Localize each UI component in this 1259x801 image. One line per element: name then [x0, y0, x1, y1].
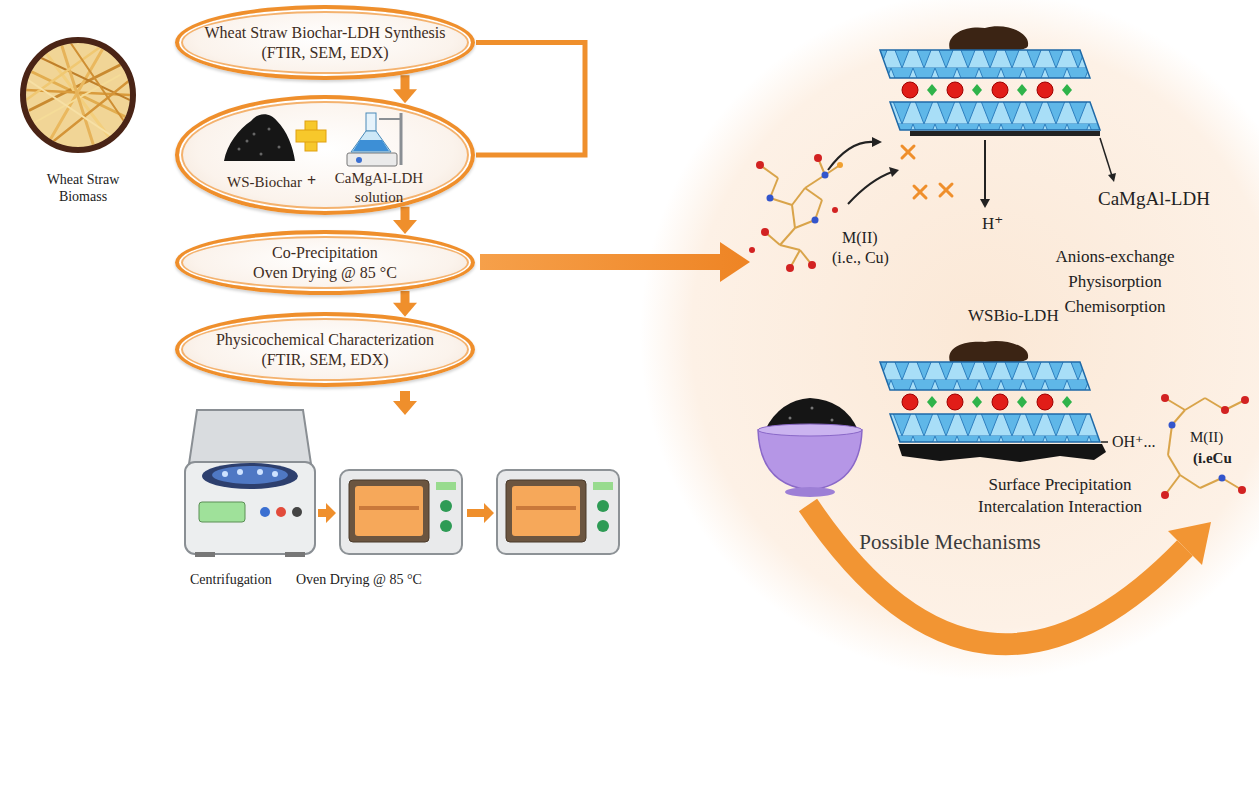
- connector-line: [401, 75, 410, 90]
- materials-icons: [179, 99, 471, 211]
- bond-line: [1101, 441, 1108, 443]
- materials-ellipse: WS-Biochar + CaMgAl-LDH solution: [175, 95, 475, 215]
- node-text: (FTIR, SEM, EDX): [261, 43, 388, 63]
- connector-line: [401, 207, 410, 221]
- mechanism-arrow: [808, 505, 1211, 644]
- annotation-label: WSBio-LDH: [968, 306, 1059, 326]
- node-title: Co-Precipitation: [272, 243, 378, 263]
- ldh-structure: [880, 26, 1100, 136]
- connector-line: [401, 291, 410, 304]
- node-text: Oven Drying @ 85 °C: [253, 263, 397, 283]
- mechanism-halo: [640, 0, 1259, 680]
- molecule: [1161, 394, 1249, 499]
- ldh-structure: [880, 341, 1106, 462]
- wheat-straw-photo: [23, 40, 133, 150]
- process-ellipse: Wheat Straw Biochar-LDH Synthesis(FTIR, …: [175, 5, 475, 80]
- process-ellipse: Co-PrecipitationOven Drying @ 85 °C: [175, 230, 475, 295]
- connector-line: [476, 43, 585, 156]
- stirrer-flask: [347, 113, 401, 166]
- annotation-label: (i.e., Cu): [832, 248, 889, 267]
- flow-arrow: [476, 43, 585, 156]
- node-title: Physicochemical Characterization: [216, 330, 434, 350]
- annotation-label: M(II): [1190, 428, 1223, 446]
- node-text: +: [307, 171, 316, 191]
- annotation-label: Physisorption: [1068, 272, 1162, 292]
- process-ellipse: Physicochemical Characterization(FTIR, S…: [175, 312, 475, 387]
- biochar-pile: [224, 114, 295, 161]
- node-title: Wheat Straw Biochar-LDH Synthesis: [205, 23, 446, 43]
- node-title: WS-Biochar: [227, 173, 302, 192]
- flow-arrow: [393, 207, 417, 234]
- node-text: (FTIR, SEM, EDX): [261, 350, 388, 370]
- mechanism-pointer: [828, 137, 1116, 208]
- annotation-label: OH⁺...: [1112, 432, 1156, 451]
- flow-arrow: [393, 291, 417, 317]
- arrow-head: [393, 303, 417, 317]
- annotation-label: CaMgAl-LDH: [1098, 188, 1210, 211]
- annotation-label: Intercalation Interaction: [978, 497, 1142, 517]
- annotation-label: Surface Precipitation: [988, 475, 1131, 495]
- annotation-label: Centrifugation: [190, 572, 272, 589]
- annotation-label: Anions-exchange: [1056, 247, 1175, 267]
- arrow-head: [393, 89, 417, 103]
- oven-icon: [340, 470, 462, 554]
- flow-arrow: [393, 75, 417, 103]
- annotation-label: Oven Drying @ 85 °C: [296, 572, 422, 589]
- oven-icon: [497, 470, 619, 554]
- adsorbent-bowl: [758, 398, 862, 497]
- annotation-label: Chemisorption: [1064, 297, 1165, 317]
- plus-icon: [296, 121, 326, 151]
- molecule: [749, 154, 843, 272]
- annotation-label: Wheat Straw Biomass: [38, 172, 128, 206]
- annotation-label: Possible Mechanisms: [859, 530, 1040, 555]
- centrifuge-icon: [185, 410, 315, 557]
- annotation-label: H⁺: [982, 214, 1003, 234]
- node-text: CaMgAl-LDH solution: [329, 169, 429, 207]
- annotation-label: M(II): [842, 228, 878, 247]
- arrow-head: [393, 220, 417, 234]
- annotation-label: (i.eCu: [1193, 449, 1232, 467]
